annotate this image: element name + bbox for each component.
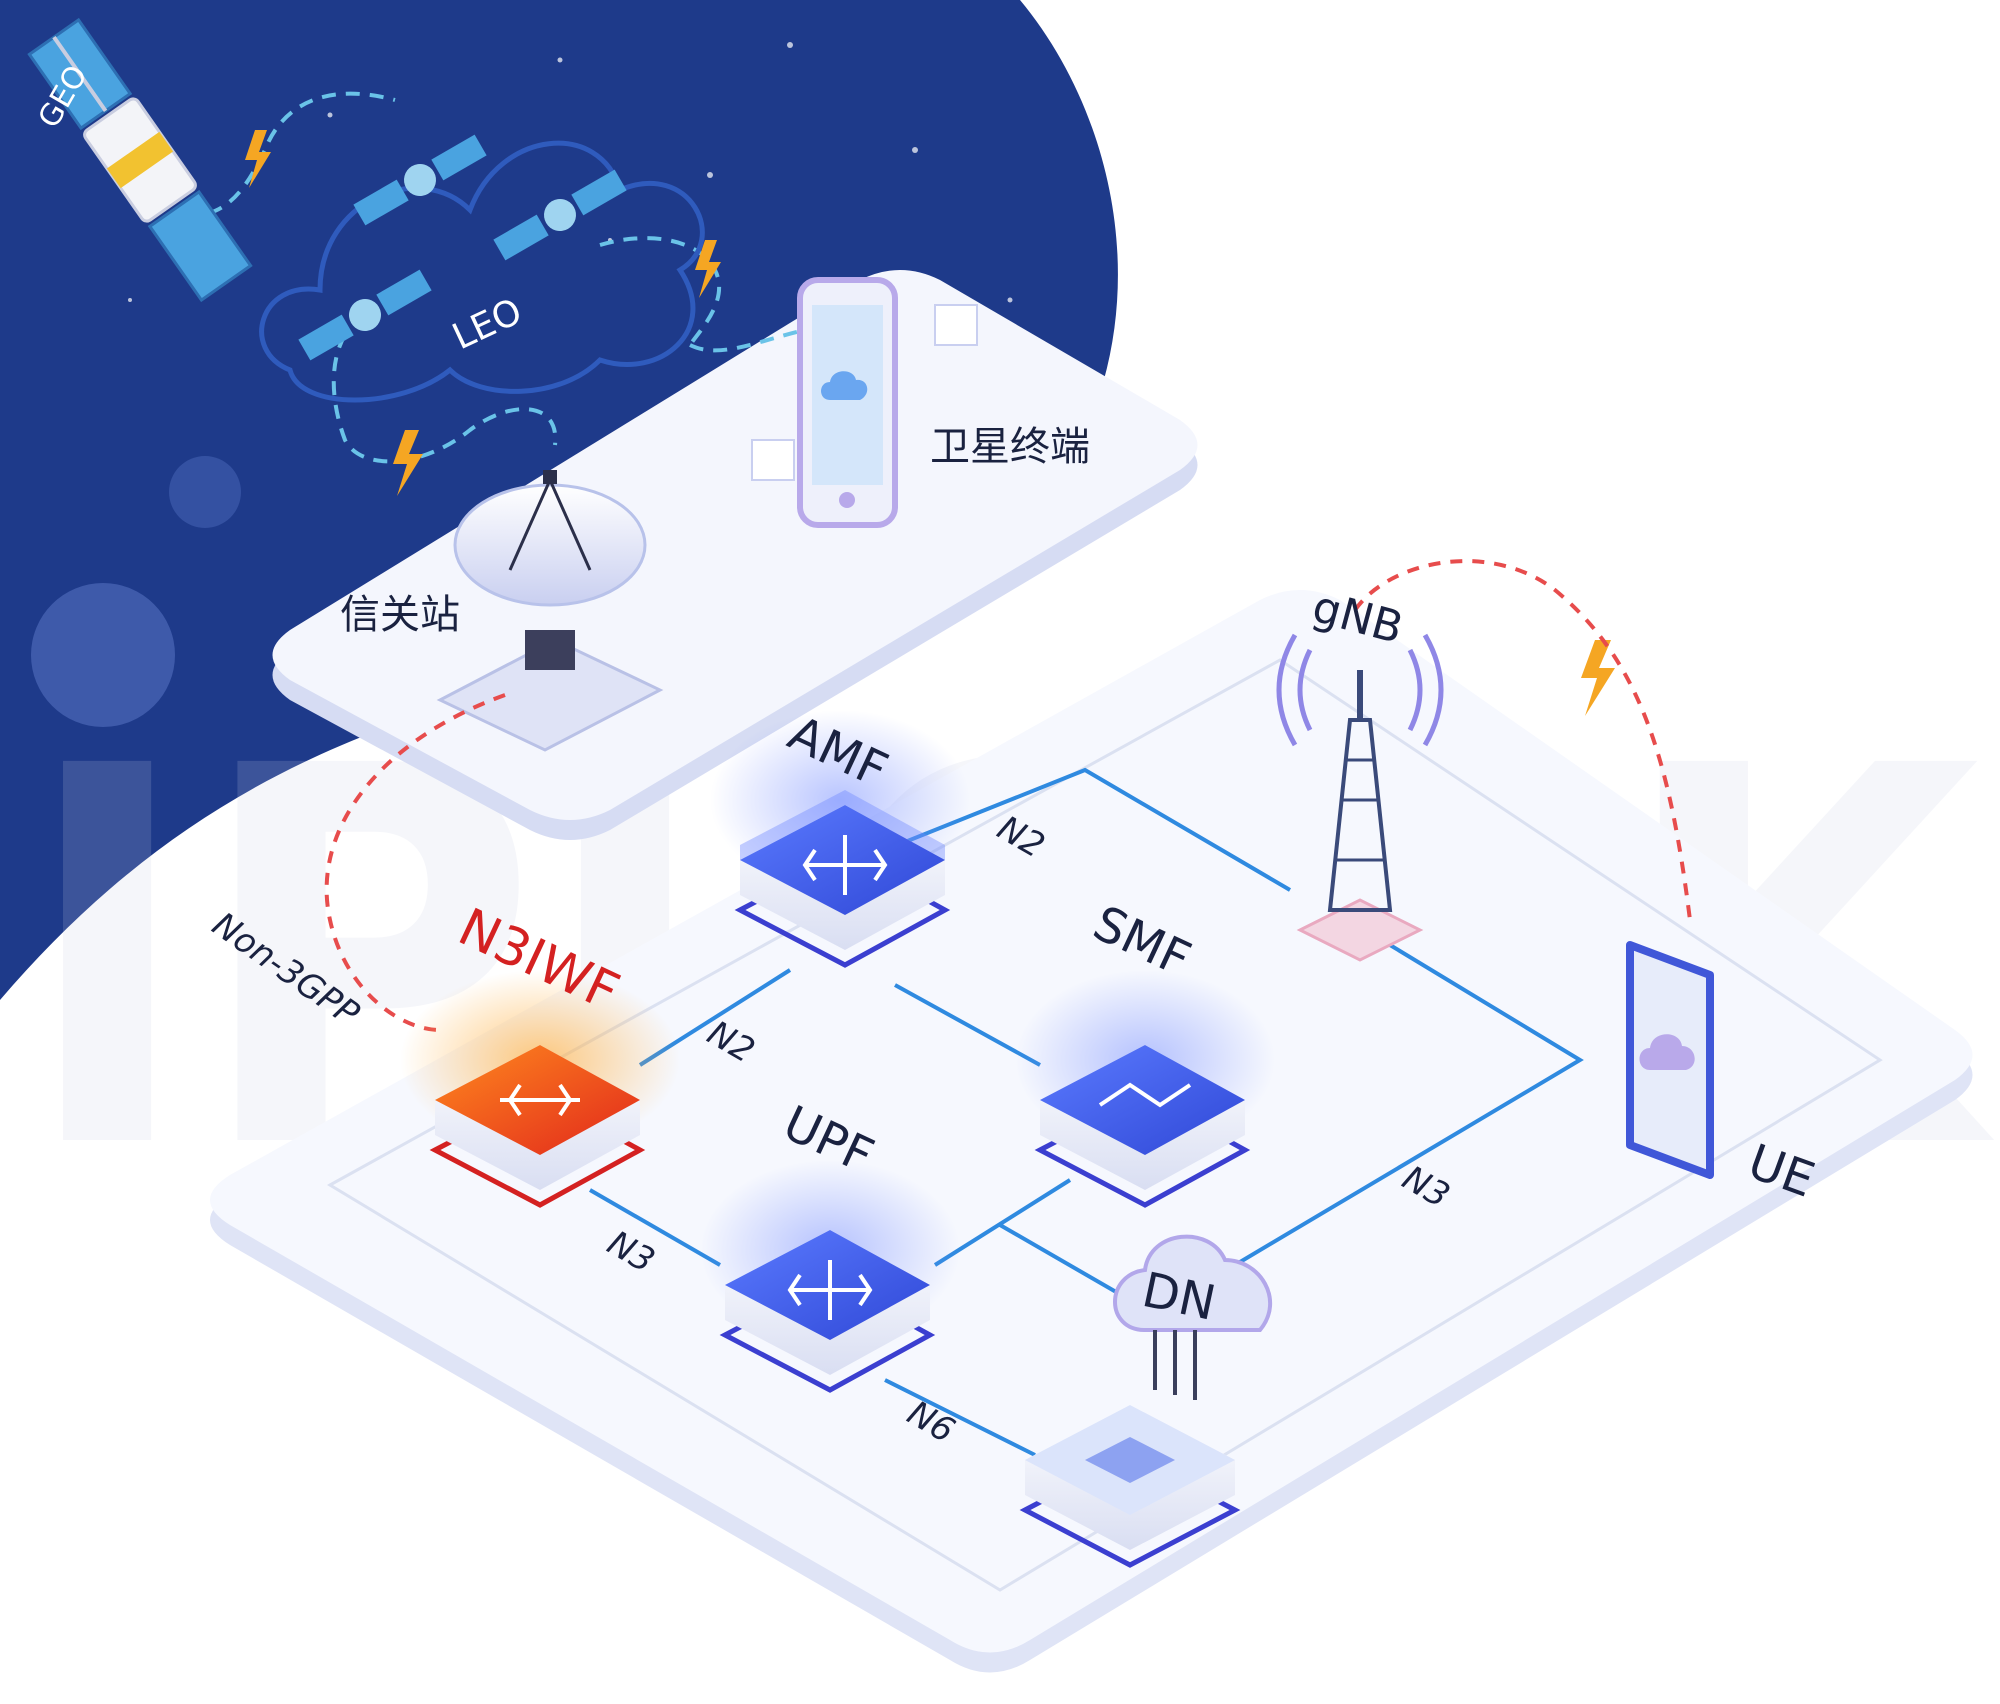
lightning-icon xyxy=(695,240,721,298)
satellite-terminal-icon xyxy=(751,277,978,528)
satellite-terminal-label: 卫星终端 xyxy=(930,424,1090,470)
leo-satellite-icon xyxy=(353,134,487,226)
lightning-icon xyxy=(393,430,423,496)
switch-icon xyxy=(1098,1082,1192,1108)
n3iwf-node xyxy=(400,970,680,1208)
router-icon xyxy=(802,835,888,895)
red-dashed-links xyxy=(324,559,1692,1032)
lightning-icons xyxy=(245,130,1615,716)
cloud-icon xyxy=(1639,1034,1695,1070)
lightning-icon xyxy=(1581,640,1615,716)
lightning-icon xyxy=(245,130,271,188)
gateway-dish-icon xyxy=(436,470,664,752)
cloud-icon xyxy=(1113,1234,1272,1332)
planet-small xyxy=(169,456,241,528)
leo-satellite-icon xyxy=(493,169,627,261)
gnb-tower-icon xyxy=(1276,633,1444,962)
planet-large xyxy=(31,583,175,727)
router-icon xyxy=(787,1260,873,1320)
router-icon xyxy=(500,1083,580,1117)
dn-node xyxy=(1019,1234,1272,1568)
smf-node xyxy=(1015,970,1275,1208)
geo-satellite-icon xyxy=(27,17,253,303)
leo-satellite-icon xyxy=(298,269,432,361)
upf-node xyxy=(700,1160,960,1393)
ue-phone-icon xyxy=(1626,941,1714,1179)
amf-node xyxy=(710,710,970,968)
gateway-label: 信关站 xyxy=(340,592,460,638)
leo-cloud-outline xyxy=(259,140,705,403)
